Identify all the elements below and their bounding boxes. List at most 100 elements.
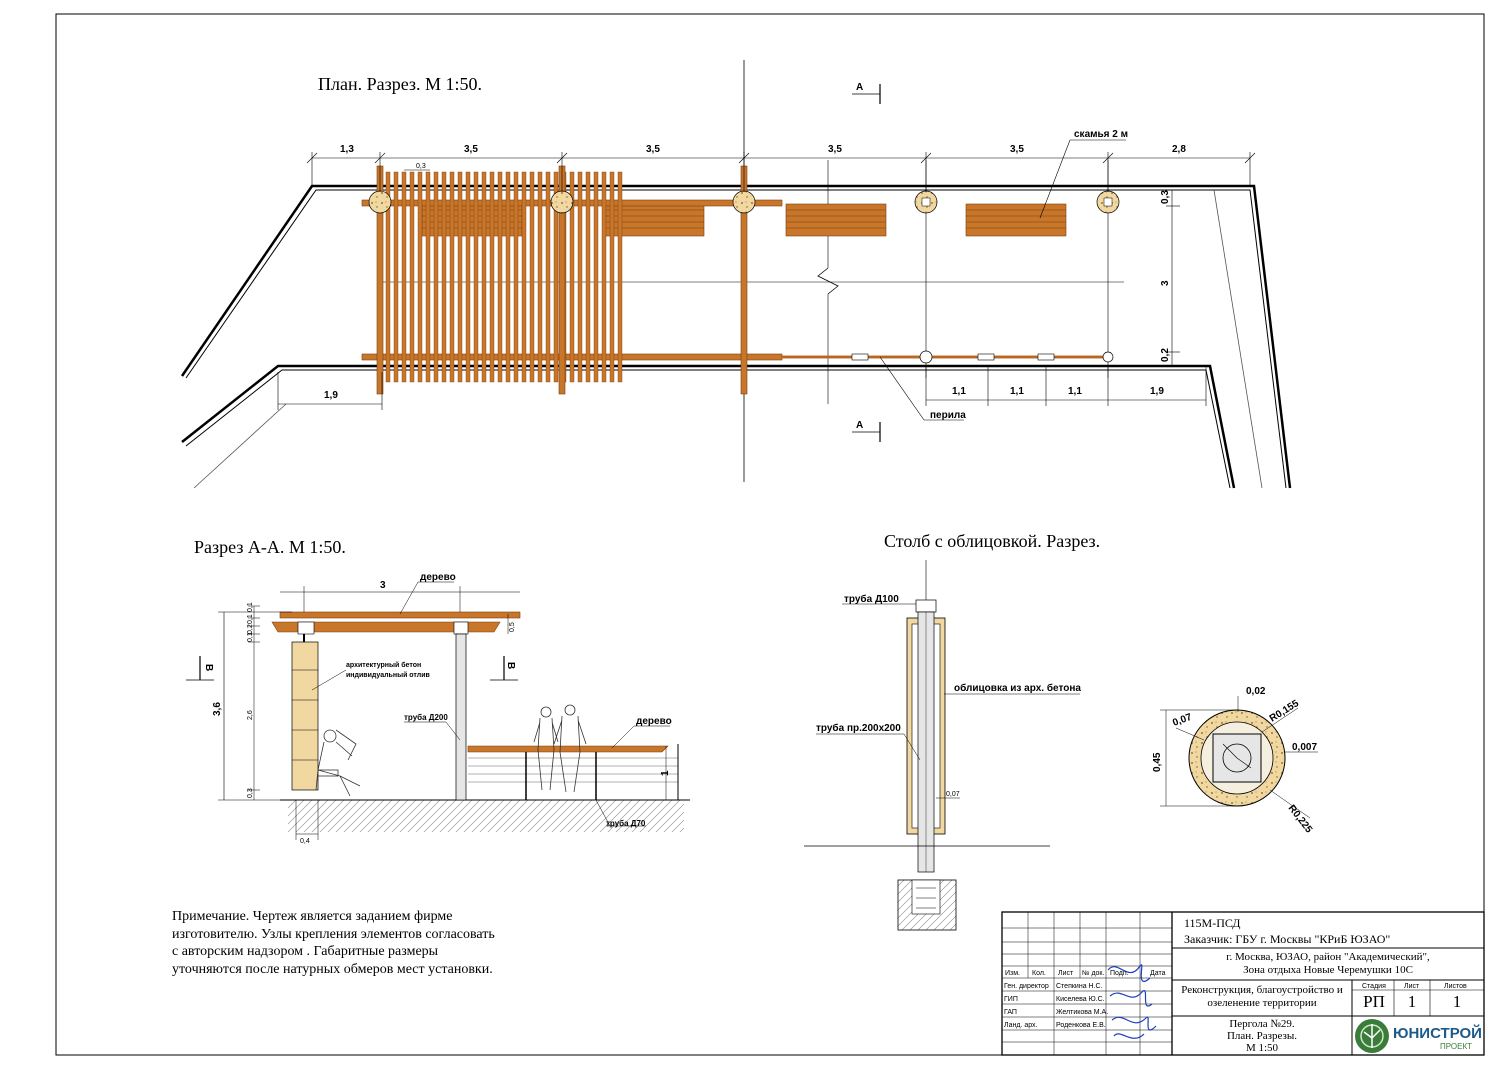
plan-bottom-dim-3: 1,1	[1010, 386, 1024, 397]
slat	[545, 171, 551, 383]
section-mark-top: А	[856, 82, 863, 93]
section-tiny-dim-4: 0,1	[247, 632, 254, 642]
hdr-date: Дата	[1150, 970, 1166, 977]
slat	[513, 171, 519, 383]
slat	[577, 171, 583, 383]
pipe200-label: труба Д200	[404, 713, 448, 722]
plan-right-dim-2: 3	[1160, 280, 1171, 286]
slat	[393, 171, 399, 383]
slat	[457, 171, 463, 383]
role-2: ГИП	[1004, 996, 1018, 1003]
section-tiny-dim-6: 0,3	[247, 788, 254, 798]
section-tiny-dim-3: 0,2	[247, 624, 254, 634]
post-small-dim: 0,07	[946, 791, 960, 798]
circle-top-dim: 0,02	[1246, 686, 1266, 697]
slat	[465, 171, 471, 383]
project-code: 115М-ПСД	[1184, 916, 1241, 930]
plan-small-dim: 0,3	[416, 163, 426, 170]
b-mark-left: В	[203, 664, 214, 671]
cladding-label: облицовка из арх. бетона	[954, 682, 1081, 694]
slat	[601, 171, 607, 383]
slat	[481, 171, 487, 383]
plan-bottom-dim-4: 1,1	[1068, 386, 1082, 397]
role-1: Ген. директор	[1004, 983, 1049, 990]
sheet-value: 1	[1407, 992, 1417, 1011]
slat	[609, 171, 615, 383]
stage-hdr: Стадия	[1362, 983, 1386, 990]
plan-right-dim-1: 0,3	[1160, 190, 1171, 204]
role-3: ГАП	[1004, 1009, 1017, 1016]
stage-value: РП	[1363, 992, 1385, 1011]
slat	[585, 171, 591, 383]
sheet-title: Пергола №29. План. Разрезы. М 1:50	[1226, 1018, 1298, 1054]
section-width-dim: 3	[380, 580, 386, 591]
plan-view: 1,3 3,5 3,5 3,5 3,5 2,8 0,3 скамья 2 м 0…	[180, 60, 1292, 489]
pergola-slats	[376, 165, 748, 395]
b-mark-right: В	[505, 662, 516, 669]
concrete-label-1: архитектурный бетон	[346, 661, 421, 669]
circle-r2-dim: R0,225	[1286, 803, 1315, 836]
plan-bottom-dim-5: 1,9	[1150, 386, 1164, 397]
sheets-value: 1	[1452, 992, 1462, 1011]
slat	[497, 171, 503, 383]
slat	[529, 171, 535, 383]
section-side-dim: 0,5	[509, 622, 516, 632]
logo-sub: ПРОЕКТ	[1440, 1042, 1473, 1051]
hdr-doc: № док.	[1082, 970, 1104, 977]
circle-right-dim: 0,007	[1292, 742, 1317, 753]
post-section-title: Столб с облицовкой. Разрез.	[884, 531, 1101, 551]
section-mark-bottom: А	[856, 420, 863, 431]
title-block	[1001, 911, 1485, 1056]
role-4: Ланд. арх.	[1004, 1022, 1038, 1029]
slat	[449, 171, 455, 383]
section-aa-title: Разрез А-А. М 1:50.	[194, 537, 346, 557]
slat	[553, 171, 559, 383]
slat	[385, 171, 391, 383]
pipe-square-label: труба пр.200х200	[816, 722, 901, 734]
sheets-hdr: Листов	[1444, 983, 1467, 990]
slat	[425, 171, 431, 383]
circle-height-dim: 0,45	[1152, 752, 1163, 772]
name-2: Киселева Ю.С.	[1056, 996, 1105, 1003]
slat	[505, 171, 511, 383]
section-aa-view: 3 3,6 0,1 0,1 0,2 0,1 2,6 0,3 0,5 1 0,4 …	[186, 572, 690, 845]
bench-label: скамья 2 м	[1074, 129, 1128, 140]
plan-bottom-dim-1: 1,9	[324, 390, 338, 401]
slat	[433, 171, 439, 383]
slat	[617, 171, 623, 383]
drawing-note: Примечание. Чертеж является заданием фир…	[172, 909, 495, 977]
section-tiny-dim-2: 0,1	[247, 614, 254, 624]
slat	[537, 171, 543, 383]
plan-top-dim-3: 3,5	[646, 144, 660, 155]
wood-top-label: дерево	[420, 572, 456, 583]
slat	[417, 171, 423, 383]
name-4: Роденкова Е.В.	[1056, 1022, 1106, 1029]
railing-label: перила	[930, 410, 966, 421]
sheet-border	[55, 13, 1485, 1056]
name-1: Степкина Н.С.	[1056, 983, 1103, 990]
circle-left-dim: 0,07	[1171, 712, 1193, 729]
pipe100-label: труба Д100	[844, 593, 899, 605]
slat	[473, 171, 479, 383]
plan-right-dim-3: 0,2	[1160, 348, 1171, 362]
section-height-dim: 3,6	[212, 702, 223, 716]
unistroy-logo	[1355, 1019, 1389, 1053]
title-block-headers: Изм. Кол. Лист № док. Подп. Дата Ген. ди…	[1004, 970, 1467, 1029]
plan-top-dim-1: 1,3	[340, 144, 354, 155]
concrete-label-2: индивидуальный отлив	[346, 671, 430, 679]
slat	[521, 171, 527, 383]
slat	[593, 171, 599, 383]
hdr-kol: Кол.	[1032, 970, 1046, 977]
name-3: Желтикова М.А.	[1056, 1009, 1108, 1016]
post-section-view: труба Д100 облицовка из арх. бетона труб…	[804, 560, 1318, 931]
rail-height-dim: 1	[660, 770, 671, 776]
hdr-list: Лист	[1058, 970, 1074, 977]
wood-bench-label: дерево	[636, 716, 672, 727]
address: г. Москва, ЮЗАО, район "Академический", …	[1226, 951, 1430, 976]
circle-r1-dim: R0,155	[1268, 698, 1302, 725]
section-tiny-dim-5: 2,6	[247, 710, 254, 720]
plan-bottom-dim-2: 1,1	[952, 386, 966, 397]
section-base-dim: 0,4	[300, 838, 310, 845]
logo-text: ЮНИСТРОЙ	[1393, 1025, 1482, 1042]
section-tiny-dim-1: 0,1	[247, 602, 254, 612]
